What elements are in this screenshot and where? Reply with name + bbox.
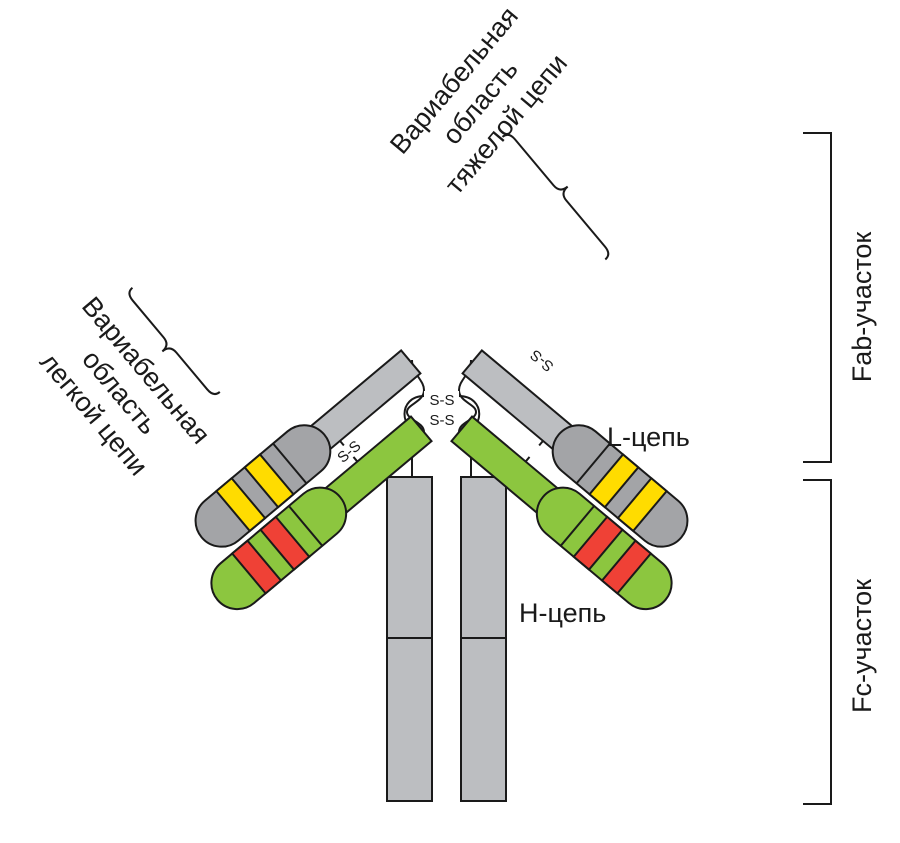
label-l-chain: L-цепь xyxy=(607,422,690,452)
light-chain-left xyxy=(210,415,433,611)
light-chain-right xyxy=(450,415,673,611)
heavy-chain-left xyxy=(194,348,422,548)
hinge-disulfide-label-1: S-S xyxy=(429,392,454,409)
fc-region xyxy=(386,476,507,802)
label-variable-light: Вариабельная область легкой цепи xyxy=(34,291,216,481)
fab-bracket xyxy=(803,132,832,463)
heavy-chain-right xyxy=(461,348,689,548)
label-fc-region: Fc-участок xyxy=(847,579,877,713)
fab-arm-left: S-S xyxy=(194,348,433,611)
hypervariable-band xyxy=(616,476,669,533)
hypervariable-band xyxy=(214,476,267,533)
brace-heavy-variable xyxy=(501,133,610,261)
fab-arm-right xyxy=(450,348,689,611)
hypervariable-band xyxy=(259,515,311,571)
hypervariable-band xyxy=(572,515,624,571)
hinge-disulfide-bonds: S-S S-S xyxy=(424,391,459,429)
hinge-disulfide-label-2: S-S xyxy=(429,412,454,429)
hypervariable-band xyxy=(588,453,640,509)
label-fab-region: Fab-участок xyxy=(847,232,877,383)
fc-bracket xyxy=(803,479,832,805)
hypervariable-band xyxy=(243,453,295,509)
label-h-chain: H-цепь xyxy=(519,598,606,628)
label-variable-heavy: Вариабельная область тяжелой цепи xyxy=(384,1,573,200)
hypervariable-band xyxy=(230,539,283,595)
hypervariable-band xyxy=(600,539,653,595)
disulfide-bond-right: S-S xyxy=(527,346,557,375)
